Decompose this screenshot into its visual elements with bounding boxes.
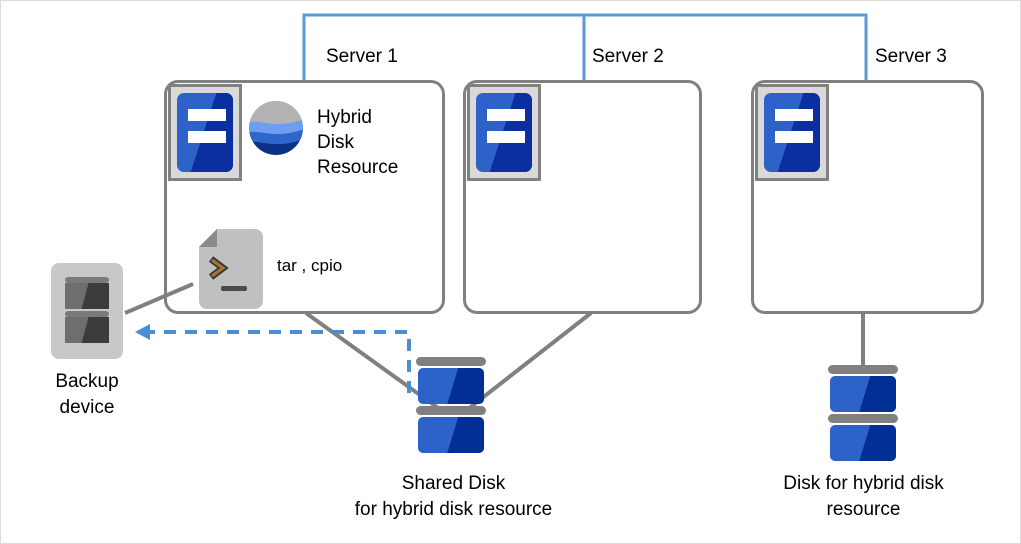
script-file-icon	[199, 229, 263, 309]
disk-block	[418, 417, 484, 453]
disk-bar	[416, 406, 486, 415]
server-icon	[467, 84, 541, 181]
disk-bar	[416, 357, 486, 366]
server-icon-body	[764, 93, 820, 172]
shared-disk-icon	[416, 357, 486, 455]
backup-device-block	[65, 283, 109, 309]
shared-disk-to-backup-arrow	[135, 324, 411, 393]
disk-bar	[828, 414, 898, 423]
hybrid-disk-resource-globe-icon	[249, 101, 303, 155]
disk-block	[418, 368, 484, 404]
backup-device-label: Backup device	[55, 371, 119, 418]
server-3-label: Server 3	[875, 46, 947, 67]
server-icon	[755, 84, 829, 181]
hybrid-disk-icon	[828, 365, 898, 463]
server-box-3[interactable]	[751, 80, 984, 314]
server-icon-body	[476, 93, 532, 172]
server-icon-bar	[487, 131, 525, 143]
hybrid-disk-label: Disk for hybrid disk resource	[783, 473, 944, 520]
server-icon-bar	[188, 131, 226, 143]
server-box-2[interactable]	[463, 80, 702, 314]
server-1-label: Server 1	[326, 46, 398, 67]
server-icon	[168, 84, 242, 181]
backup-device-block	[65, 317, 109, 343]
server-box-1[interactable]	[164, 80, 445, 314]
server-icon-body	[177, 93, 233, 172]
hybrid-disk-resource-label: Hybrid Disk Resource	[317, 107, 399, 178]
disk-bar	[828, 365, 898, 374]
script-label: tar , cpio	[277, 256, 343, 275]
server-icon-bar	[775, 131, 813, 143]
server-icon-bar	[775, 109, 813, 121]
backup-device-icon	[51, 263, 123, 359]
server-icon-bar	[487, 109, 525, 121]
server-2-label: Server 2	[592, 46, 664, 67]
disk-block	[830, 376, 896, 412]
backup-device-bar	[65, 311, 109, 317]
backup-device-bar	[65, 277, 109, 283]
shared-disk-label: Shared Disk for hybrid disk resource	[354, 473, 553, 520]
server-icon-bar	[188, 109, 226, 121]
disk-block	[830, 425, 896, 461]
